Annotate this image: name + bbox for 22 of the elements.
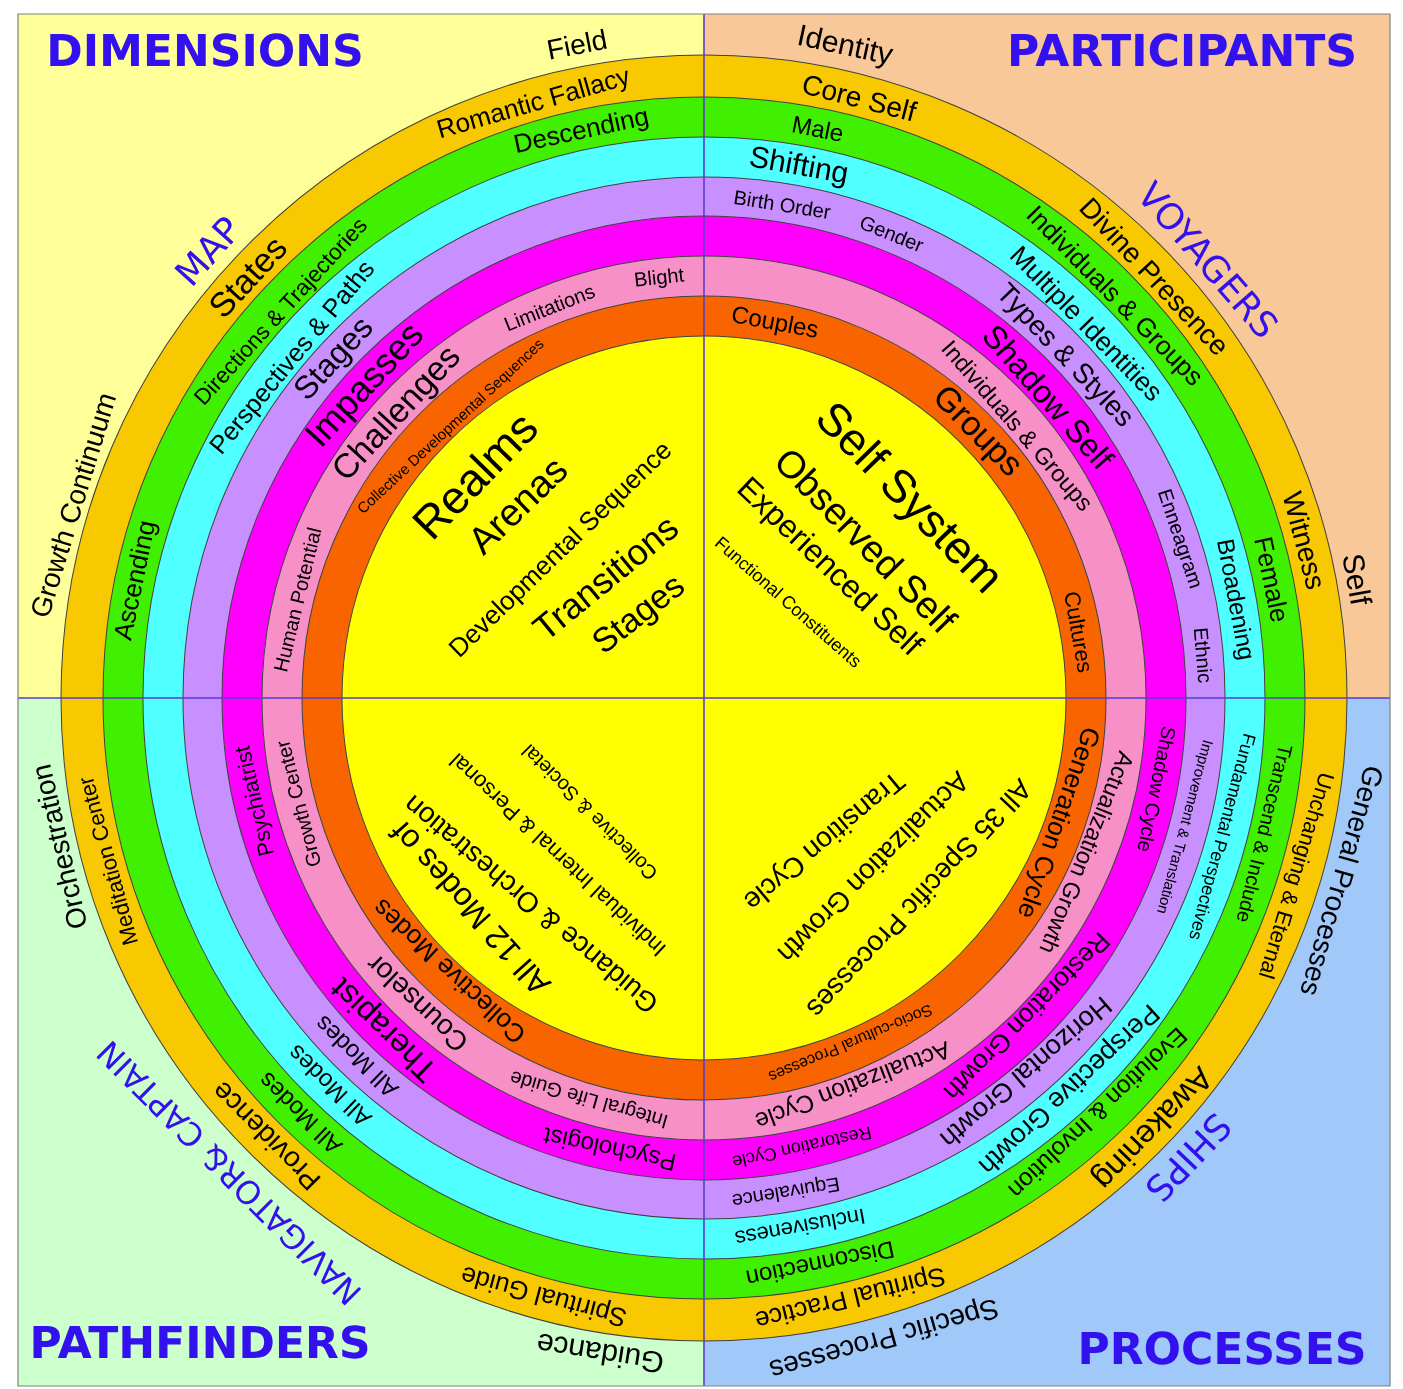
ring-label: Cultures: [1065, 592, 1090, 673]
outer-label: Self: [1343, 555, 1373, 605]
heading: DIMENSIONS: [50, 33, 361, 67]
ring-label: Ethnic: [1193, 628, 1212, 683]
ring-label: Broadening: [1217, 539, 1252, 660]
ring-label: Inclusiveness: [735, 1208, 865, 1243]
ring-label: Equivalence: [732, 1176, 840, 1205]
outer-label: Identity: [798, 24, 894, 69]
ring-label: Shifting: [750, 146, 848, 189]
ring-label: Couples: [732, 306, 818, 338]
ring-label: Growth Center: [278, 741, 320, 866]
outer-label: Field: [547, 28, 607, 60]
heading: PATHFINDERS: [33, 1325, 368, 1359]
ring-label: Birth Order: [734, 190, 831, 219]
ring-label: Blight: [635, 268, 685, 288]
ring-label: Restoration Cycle: [732, 1126, 872, 1168]
outer-label: Guidance: [538, 1334, 663, 1373]
ring-label: Human Potential: [273, 527, 322, 672]
heading: PARTICIPANTS: [1011, 33, 1354, 67]
ring-label: Male: [792, 116, 842, 142]
ring-label: Spiritual Guide: [462, 1267, 626, 1327]
heading: PROCESSES: [1081, 1331, 1364, 1365]
